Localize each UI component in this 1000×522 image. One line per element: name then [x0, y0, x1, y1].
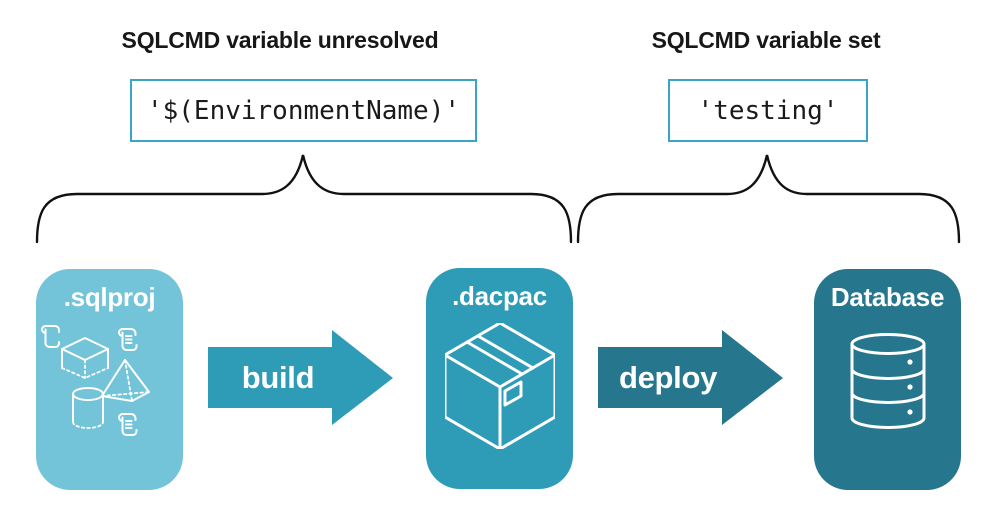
build-arrow: build: [208, 330, 394, 426]
sql-objects-icon: [41, 325, 150, 436]
code-box-environment-variable: '$(EnvironmentName)': [130, 79, 477, 142]
card-sqlproj: .sqlproj: [36, 269, 183, 490]
card-dacpac: .dacpac: [426, 268, 573, 489]
script-icon: [41, 325, 60, 348]
code-value-unresolved: '$(EnvironmentName)': [146, 95, 461, 126]
right-brace: [576, 154, 961, 244]
build-arrow-label: build: [241, 360, 315, 395]
card-title-sqlproj: .sqlproj: [63, 282, 156, 312]
heading-sqlcmd-unresolved: SQLCMD variable unresolved: [121, 27, 439, 53]
code-box-testing: 'testing': [668, 79, 868, 142]
card-title-dacpac: .dacpac: [452, 281, 547, 311]
database-icon: [850, 333, 926, 429]
heading-sqlcmd-set: SQLCMD variable set: [651, 27, 881, 53]
build-arrow-shape: [208, 330, 393, 425]
deploy-arrow: deploy: [598, 330, 784, 426]
deploy-arrow-label: deploy: [618, 360, 718, 395]
card-database: Database: [814, 269, 961, 490]
left-brace: [35, 154, 573, 244]
card-title-database: Database: [830, 282, 945, 312]
deploy-arrow-shape: [598, 330, 783, 425]
code-value-set: 'testing': [697, 95, 839, 126]
package-icon: [445, 323, 555, 449]
